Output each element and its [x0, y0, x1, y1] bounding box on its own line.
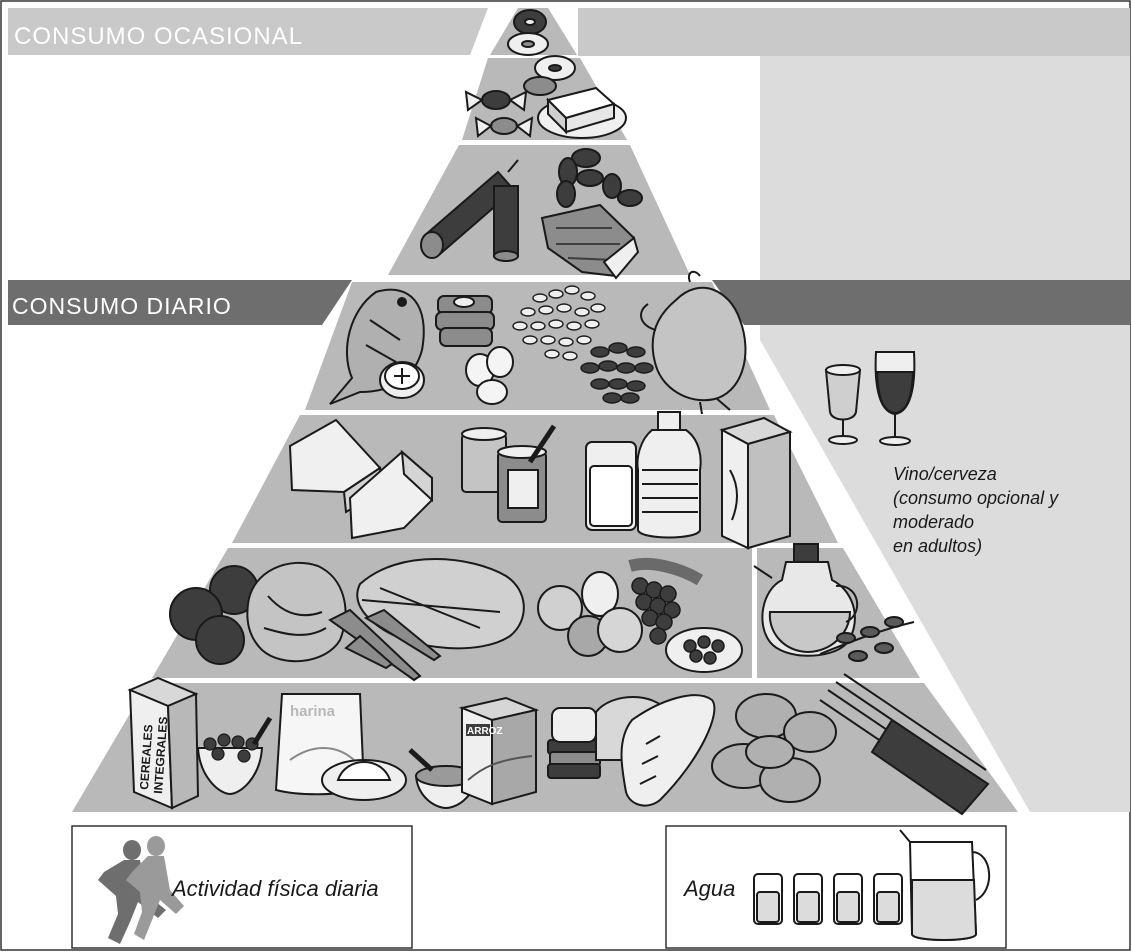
lentils-icon	[580, 342, 654, 404]
rice-box-icon: ARROZ	[458, 696, 540, 806]
wine-note: Vino/cerveza (consumo opcional y moderad…	[893, 464, 1059, 556]
flour-plate-icon	[321, 759, 407, 801]
candy-icon	[464, 90, 534, 138]
water-jug-icon	[899, 829, 991, 941]
fruit-bowl-icon	[537, 557, 704, 657]
sausages-icon	[556, 148, 643, 208]
potatoes-icon	[711, 693, 837, 803]
flour-bag-text: harina	[290, 703, 336, 720]
milk-glass-icon	[585, 441, 637, 531]
donuts-icon	[507, 9, 576, 96]
olive-branch-icon	[819, 616, 915, 662]
wine-note-line-1: Vino/cerveza	[893, 464, 997, 484]
activity-label: Actividad física diaria	[170, 876, 379, 901]
canned-fish-icon	[435, 295, 495, 347]
pasta-icon	[819, 673, 990, 816]
cereal-box-text-1: CEREALES	[137, 724, 156, 790]
occasional-banner-label: CONSUMO OCASIONAL	[14, 23, 303, 50]
daily-banner-label: CONSUMO DIARIO	[12, 293, 232, 319]
olives-plate-icon	[665, 627, 743, 673]
tomatoes-icon	[169, 565, 259, 665]
tuna-can-icon	[379, 361, 425, 399]
olive-oil-jug-icon	[753, 543, 859, 657]
milk-carton-icon	[719, 416, 793, 550]
steak-icon	[540, 203, 640, 280]
yogurt-icon	[461, 424, 557, 523]
salami-icon	[420, 159, 519, 262]
milk-bottle-icon	[636, 411, 702, 539]
side-band	[760, 55, 1130, 812]
wine-glass-icon	[874, 351, 916, 446]
toast-icon	[547, 707, 601, 779]
cereal-bowl-icon	[196, 716, 273, 796]
rice-box-text: ARROZ	[467, 726, 503, 737]
cheese-icon	[288, 418, 433, 540]
water-box: Agua	[665, 825, 1007, 949]
activity-box: Actividad física diaria	[71, 825, 413, 949]
beer-glass-icon	[824, 364, 862, 445]
butter-icon	[537, 86, 627, 139]
wine-note-line-4: en adultos)	[893, 536, 982, 556]
cereal-box-text-2: INTEGRALES	[151, 716, 170, 794]
water-label: Agua	[682, 876, 735, 901]
runners-icon	[98, 836, 184, 944]
eggs-icon	[465, 346, 514, 405]
grapes-icon	[631, 577, 681, 645]
legumes-icon	[512, 285, 606, 361]
wine-note-line-2: (consumo opcional y	[893, 488, 1059, 508]
cereal-box-icon: CEREALES INTEGRALES	[127, 676, 200, 810]
water-glasses-icon	[753, 873, 903, 925]
carrots-icon	[328, 608, 442, 682]
cabbage-icon	[246, 561, 347, 663]
occasional-banner: CONSUMO OCASIONAL	[8, 8, 1130, 56]
wine-note-line-3: moderado	[893, 512, 974, 532]
daily-banner: CONSUMO DIARIO	[8, 280, 1130, 325]
chicken-icon	[640, 270, 747, 415]
bread-loaf-icon	[595, 694, 716, 807]
